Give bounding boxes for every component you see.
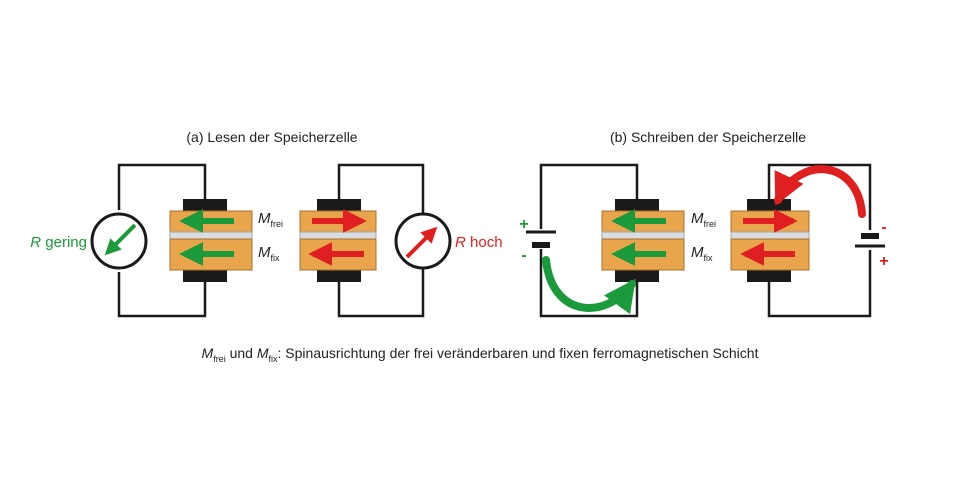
m-frei-label-b: Mfrei: [691, 210, 716, 229]
caption: Mfrei und Mfix: Spinausrichtung der frei…: [202, 345, 759, 364]
top-contact: [317, 199, 361, 211]
write-circuit-left: [539, 163, 639, 318]
read-circuit-high: [337, 163, 425, 318]
battery-right-plus: +: [879, 253, 888, 270]
m-fix-label-a: Mfix: [258, 244, 280, 263]
needle-low-icon: [104, 223, 137, 256]
mtj-cell-write-left: [601, 199, 685, 282]
write-panel-title: (b) Schreiben der Speicherzelle: [610, 129, 806, 145]
current-flow-red-icon: [774, 165, 866, 218]
battery-left-minus: -: [521, 247, 526, 264]
read-circuit-low: [117, 163, 207, 318]
top-contact: [183, 199, 227, 211]
battery-right: [855, 233, 885, 248]
battery-left-plus: +: [519, 216, 528, 233]
m-frei-label-a: Mfrei: [258, 210, 283, 229]
ohmmeter-high: [394, 212, 452, 270]
current-flow-green-icon: [542, 256, 636, 315]
ohmmeter-low: [90, 212, 148, 270]
tunnel-barrier: [299, 231, 377, 240]
battery-right-minus: -: [881, 219, 886, 236]
tunnel-barrier: [601, 231, 685, 240]
bottom-contact: [747, 270, 791, 282]
mtj-cell-high: [299, 199, 377, 282]
tunnel-barrier: [730, 231, 810, 240]
tunnel-barrier: [169, 231, 253, 240]
read-panel-title: (a) Lesen der Speicherzelle: [186, 129, 357, 145]
top-contact: [615, 199, 659, 211]
bottom-contact: [317, 270, 361, 282]
mtj-cell-write-right: [730, 199, 810, 282]
battery-left: [526, 230, 556, 248]
m-fix-label-b: Mfix: [691, 244, 713, 263]
resistance-high-label: R hoch: [455, 234, 503, 251]
bottom-contact: [615, 270, 659, 282]
top-contact: [747, 199, 791, 211]
needle-high-icon: [405, 226, 438, 259]
mtj-cell-low: [169, 199, 253, 282]
bottom-contact: [183, 270, 227, 282]
write-circuit-right: [767, 163, 872, 318]
resistance-low-label: R gering: [30, 234, 87, 251]
